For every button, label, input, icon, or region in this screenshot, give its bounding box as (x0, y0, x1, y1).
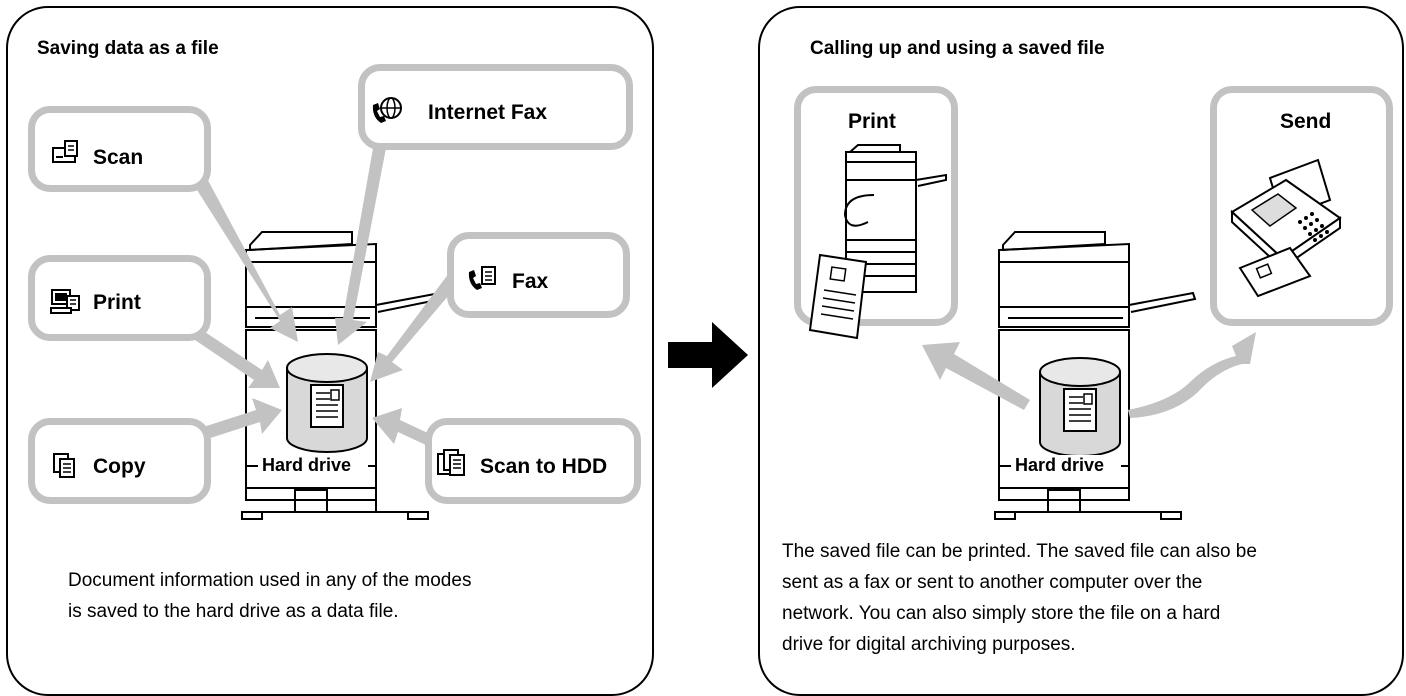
scan-to-hdd-mode-box (425, 418, 641, 504)
right-description-line-3: network. You can also simply store the f… (782, 603, 1221, 624)
output-arrows (922, 332, 1256, 418)
right-description-line-4: drive for digital archiving purposes. (782, 634, 1076, 655)
copy-mode-label: Copy (93, 455, 146, 478)
scan-icon (52, 140, 78, 163)
fax-mode-label: Fax (512, 270, 549, 293)
internet-fax-mode-box (358, 64, 633, 150)
left-description-line-1: Document information used in any of the … (68, 570, 472, 591)
send-output-label: Send (1280, 110, 1332, 133)
fax-icon (468, 266, 496, 290)
left-description-line-2: is saved to the hard drive as a data fil… (68, 601, 399, 622)
scan-mode-label: Scan (93, 146, 144, 169)
fax-machine (1230, 158, 1342, 298)
right-description: The saved file can be printed. The saved… (782, 536, 1257, 660)
internet-fax-icon (372, 97, 402, 123)
print-icon (50, 289, 80, 314)
scan-to-hdd-icon (437, 449, 465, 476)
fax-mode-box (447, 232, 630, 318)
right-description-line-2: sent as a fax or sent to another compute… (782, 572, 1203, 593)
transition-arrow (668, 322, 748, 388)
input-arrows (192, 120, 466, 446)
hard-drive-cylinder-right (1039, 357, 1121, 457)
print-output-box (794, 86, 958, 326)
hard-drive-cylinder (286, 353, 368, 453)
left-hard-drive-label: Hard drive (260, 455, 354, 476)
right-hard-drive-label: Hard drive (1013, 455, 1107, 476)
printed-page (808, 253, 868, 340)
copy-icon (53, 453, 75, 478)
copier-machine-right (994, 231, 1197, 520)
calling-up-title: Calling up and using a saved file (810, 38, 1105, 59)
print-output-label: Print (848, 110, 896, 133)
right-description-line-1: The saved file can be printed. The saved… (782, 541, 1257, 562)
scan-to-hdd-mode-label: Scan to HDD (480, 455, 608, 478)
saving-data-title: Saving data as a file (37, 38, 219, 59)
internet-fax-mode-label: Internet Fax (428, 101, 548, 124)
print-mode-label: Print (93, 291, 141, 314)
left-description: Document information used in any of the … (68, 565, 471, 627)
